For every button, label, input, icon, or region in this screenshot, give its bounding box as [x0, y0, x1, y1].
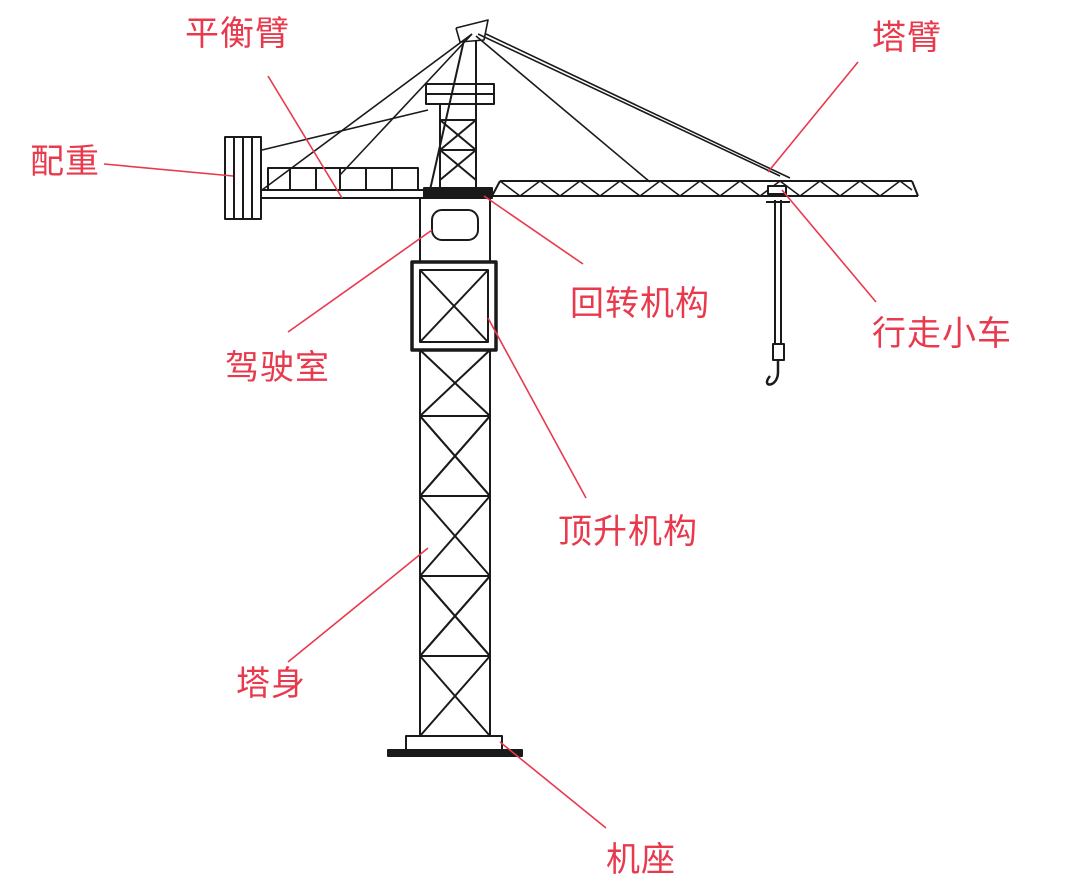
callout-lines — [103, 61, 877, 829]
stay-cables — [261, 19, 791, 191]
callout-line-trolley — [781, 189, 877, 303]
callout-line-climbing — [487, 317, 587, 499]
label-climbing-mechanism: 顶升机构 — [558, 512, 698, 552]
label-base: 机座 — [606, 840, 676, 880]
callout-line-base — [499, 741, 607, 829]
label-trolley: 行走小车 — [872, 314, 1012, 354]
climbing-frame — [410, 260, 498, 352]
label-cab: 驾驶室 — [225, 348, 330, 388]
callout-line-jib — [767, 61, 859, 173]
trolley-and-hook — [765, 185, 790, 386]
label-counterweight: 配重 — [30, 142, 100, 182]
label-slewing-mechanism: 回转机构 — [570, 284, 710, 324]
counterweight-block — [224, 136, 262, 220]
slewing-ring — [423, 187, 493, 199]
callout-line-counter-jib — [267, 75, 343, 199]
tower-mast — [419, 349, 491, 737]
callout-line-slewing — [483, 195, 584, 265]
label-jib: 塔臂 — [872, 18, 942, 58]
base-structure — [387, 735, 523, 757]
callout-line-tower-body — [287, 547, 429, 663]
jib-structure — [491, 180, 919, 197]
counter-jib-structure — [261, 167, 425, 199]
label-tower-body: 塔身 — [236, 664, 306, 704]
crane-structure — [224, 19, 919, 757]
label-counter-jib: 平衡臂 — [185, 14, 290, 54]
callout-line-counterweight — [103, 163, 234, 177]
callout-line-cab — [287, 229, 433, 333]
tower-top — [425, 39, 495, 191]
cab-structure — [419, 197, 491, 263]
